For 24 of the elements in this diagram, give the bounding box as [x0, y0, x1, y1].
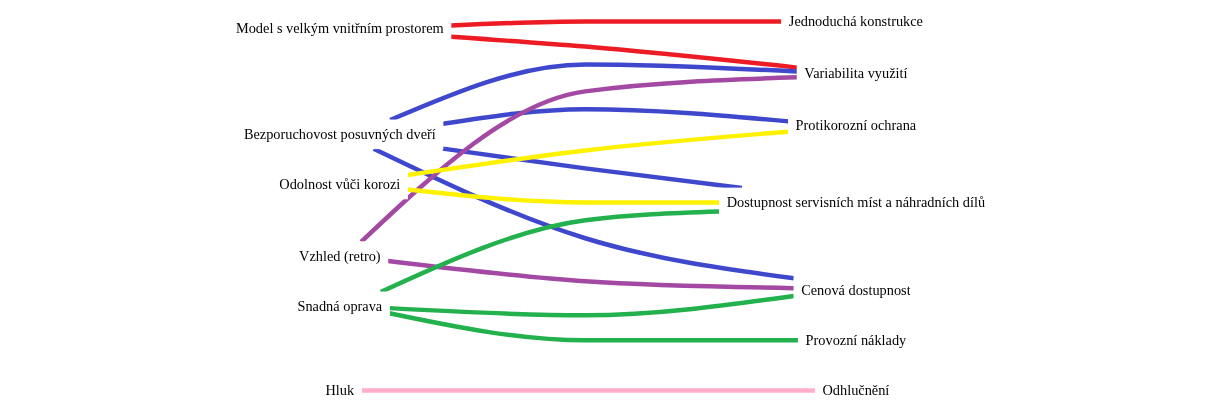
node-text: Hluk [325, 382, 355, 398]
node-text: Variabilita využití [804, 65, 908, 81]
connector [407, 129, 789, 178]
connector [372, 146, 795, 281]
connector [389, 293, 795, 318]
node-text: Jednoduchá konstrukce [788, 13, 923, 29]
node-text: Bezporuchovost posuvných dveří [243, 126, 436, 142]
connector [442, 107, 789, 127]
node-text: Cenová dostupnost [801, 282, 911, 298]
node-text: Odhlučnění [822, 382, 890, 398]
connector [379, 209, 720, 294]
connector [407, 187, 720, 205]
node-text: Provozní náklady [805, 332, 907, 348]
node-text: Protikorozní ochrana [795, 117, 917, 133]
node-text: Odolnost vůči korozi [279, 176, 401, 192]
node-text: Dostupnost servisních míst a náhradních dílů [726, 194, 986, 210]
node-text: Model s velkým vnitřním prostorem [235, 20, 444, 36]
connector [388, 311, 799, 343]
node-text: Snadná oprava [297, 298, 383, 314]
connector [361, 388, 816, 393]
connector [387, 258, 795, 291]
connector [450, 19, 782, 28]
node-text: Vzhled (retro) [299, 248, 381, 264]
connector [450, 34, 798, 70]
